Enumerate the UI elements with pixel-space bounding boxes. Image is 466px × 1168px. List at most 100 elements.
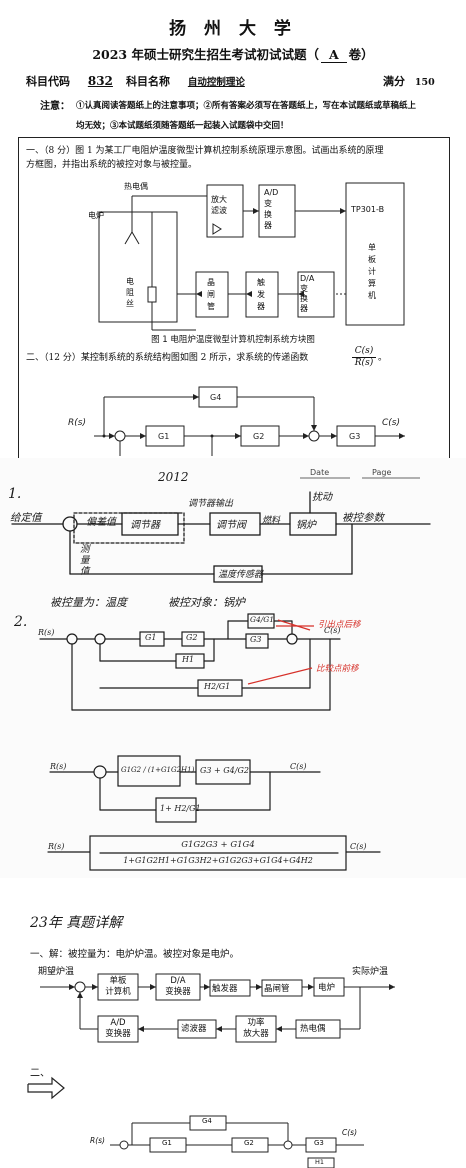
computer-label: 单 板 计 算 机 bbox=[368, 243, 376, 300]
final-denominator: 1+G1G2H1+G1G3H2+G1G2G3+G1G4+G4H2 bbox=[123, 856, 313, 865]
full-score-label: 满分 bbox=[383, 75, 405, 88]
fig2-g3-label: G3 bbox=[349, 432, 360, 441]
fraction-denominator: R(s) bbox=[354, 358, 374, 368]
subject-code: 832 bbox=[87, 74, 113, 88]
sol-c-label: C(s) bbox=[342, 1128, 357, 1137]
step-g-label: G3 + G4/G2 bbox=[200, 766, 249, 775]
thyristor-label: 晶 闸 管 bbox=[207, 278, 215, 311]
sol-trigger-label: 触发器 bbox=[212, 984, 238, 994]
fig2-sum-1 bbox=[114, 430, 126, 442]
university-name: 扬 州 大 学 bbox=[169, 19, 297, 39]
title-suffix: 卷） bbox=[348, 47, 374, 62]
sol-r-label: R(s) bbox=[90, 1136, 105, 1145]
final-r-label: R(s) bbox=[48, 842, 65, 851]
subject-name-label: 科目名称 bbox=[126, 75, 170, 88]
sol-computer-label: 单板 计算机 bbox=[105, 976, 131, 997]
sol-power-amp-label: 功率 放大器 bbox=[243, 1018, 269, 1039]
set-value-label: 给定值 bbox=[10, 512, 42, 524]
hand-r-label: R(s) bbox=[38, 628, 55, 637]
sol-thyristor-box bbox=[261, 979, 303, 997]
date-label: Date bbox=[310, 468, 330, 477]
title-prefix: 2023 年硕士研究生招生考试初试试题（ bbox=[92, 47, 319, 62]
thermocouple-label: 热电偶 bbox=[124, 182, 148, 191]
sol-h1-label: H1 bbox=[315, 1158, 325, 1166]
regulator-output-label: 调节器输出 bbox=[188, 499, 234, 509]
furnace-label: 电炉 bbox=[88, 211, 104, 220]
sol-g3-label: G3 bbox=[314, 1139, 324, 1147]
question-2-end: 。 bbox=[378, 353, 388, 363]
fig2-r-label: R(s) bbox=[68, 418, 86, 428]
disturbance-label: 扰动 bbox=[312, 492, 332, 503]
sol-thermocouple-label: 热电偶 bbox=[300, 1024, 326, 1034]
notes-q1-number: 1. bbox=[8, 486, 22, 502]
notes-year: 2012 bbox=[158, 470, 189, 484]
sol-thyristor-label: 晶闸管 bbox=[264, 984, 290, 994]
hand-g4g1-label: G4/G1 bbox=[250, 615, 275, 624]
sol-furnace-label: 电炉 bbox=[318, 983, 336, 993]
move-pickoff-note: 引出点后移 bbox=[318, 620, 361, 630]
computer-model-label: TP301-B bbox=[351, 205, 385, 214]
question-box bbox=[18, 137, 450, 458]
sol-g1-label: G1 bbox=[162, 1139, 172, 1147]
full-score-row: 满分 150 bbox=[383, 73, 435, 89]
question-2-fraction: C(s) R(s) bbox=[352, 346, 376, 369]
solution-heading: 23年 真题详解 bbox=[30, 915, 123, 931]
solution-diagrams bbox=[27, 973, 395, 1168]
sol-filter-label: 滤波器 bbox=[181, 1024, 207, 1034]
valve-label: 调节阀 bbox=[216, 520, 246, 531]
paper-code: A bbox=[320, 47, 347, 63]
figure-1-caption: 图 1 电阻炉温度微型计算机控制系统方块图 bbox=[151, 335, 315, 345]
solution-q1-answer: 一、解：被控量为：电炉炉温。被控对象是电炉。 bbox=[30, 949, 240, 960]
sol-q2-label: 二、 bbox=[30, 1068, 50, 1079]
fig2-sum-2 bbox=[308, 430, 320, 442]
hand-g1-label: G1 bbox=[145, 633, 157, 642]
sol-g2-label: G2 bbox=[244, 1139, 254, 1147]
figure-2-diagram: R(s) C(s) G4 G1 G2 G3 bbox=[68, 386, 405, 456]
hand-h1-label: H1 bbox=[182, 655, 195, 664]
subject-name-row: 科目名称 自动控制理论 bbox=[126, 73, 245, 89]
notice-line-2: 均无效；③本试题纸须随答题纸一起装入试题袋中交回！ bbox=[76, 121, 289, 131]
computer-box bbox=[345, 182, 405, 326]
sol-g4-label: G4 bbox=[202, 1117, 212, 1125]
boiler-label: 锅炉 bbox=[296, 520, 316, 531]
hand-sum bbox=[62, 516, 78, 532]
notes-diagrams bbox=[11, 477, 431, 871]
hand-g3-box bbox=[245, 633, 269, 649]
final-c-label: C(s) bbox=[350, 842, 367, 851]
subject-code-row: 科目代码 832 bbox=[26, 73, 113, 89]
full-score: 150 bbox=[414, 77, 435, 88]
hand-c-label: C(s) bbox=[324, 626, 341, 635]
ad-label: A/D 变 换 器 bbox=[264, 188, 279, 230]
controlled-object-note: 被控对象：锅炉 bbox=[168, 596, 245, 609]
da-label: D/A 变 换 器 bbox=[300, 274, 315, 313]
notice-label: 注意： bbox=[40, 101, 70, 112]
handwritten-notes: 2012 Date Page bbox=[0, 458, 466, 878]
amp-filter-label: 放大 滤波 bbox=[211, 195, 227, 215]
hand-g3-label: G3 bbox=[250, 635, 262, 644]
sol-ad-label: A/D 变换器 bbox=[105, 1018, 131, 1039]
typed-solution: 23年 真题详解 一、解：被控量为：电炉炉温。被控对象是电炉。 bbox=[0, 888, 466, 1168]
measured-value-label: 测量值 bbox=[80, 544, 90, 577]
hand-step-tf-box bbox=[117, 755, 181, 787]
regulator-label: 调节器 bbox=[130, 520, 160, 531]
question-2-text: 二、（12 分）某控制系统的系统结构图如图 2 所示，求系统的传递函数 bbox=[26, 353, 309, 363]
step-tf-label: G1G2 / (1+G1G2H1) bbox=[121, 766, 195, 774]
furnace-box bbox=[98, 211, 178, 323]
figure-1-diagram bbox=[98, 182, 405, 331]
hand-g2-label: G2 bbox=[186, 633, 198, 642]
step-c-label: C(s) bbox=[290, 762, 307, 771]
sol-sum bbox=[74, 981, 86, 993]
fig2-g4-label: G4 bbox=[210, 393, 221, 402]
sol-trigger-box bbox=[209, 979, 251, 997]
sol-h1-box bbox=[307, 1157, 335, 1168]
sol-actual-label: 实际炉温 bbox=[352, 967, 389, 977]
fig2-g2-label: G2 bbox=[253, 432, 264, 441]
controlled-variable-note: 被控量为：温度 bbox=[50, 596, 127, 609]
sol-da-label: D/A 变换器 bbox=[165, 976, 191, 997]
fig2-g1-label: G1 bbox=[158, 432, 169, 441]
controlled-param-label: 被控参数 bbox=[342, 512, 384, 524]
page-label: Page bbox=[372, 468, 392, 477]
temp-sensor-label: 温度传感器 bbox=[218, 570, 264, 580]
